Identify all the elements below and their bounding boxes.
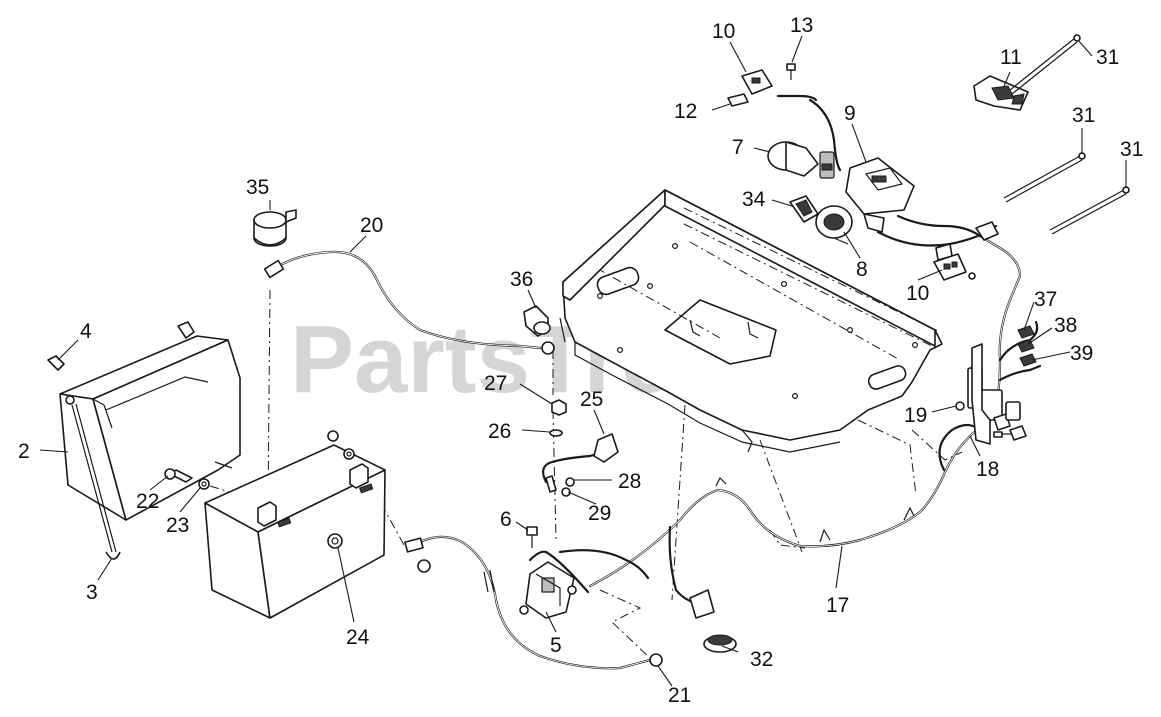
- callout-18: 18: [976, 458, 999, 481]
- callout-17: 17: [826, 594, 849, 617]
- callout-28: 28: [618, 470, 641, 493]
- upper-harness: [776, 94, 999, 261]
- callout-labels: 2 3 4 5 6 7 8 9 10 10 11 12 13 17 18 19 …: [18, 14, 1143, 707]
- callout-37: 37: [1034, 288, 1057, 311]
- terminal-boot: [253, 209, 297, 247]
- chassis-plate: [559, 189, 943, 453]
- callout-34: 34: [742, 188, 766, 211]
- battery-nut: [327, 533, 343, 549]
- cable-tie: [1003, 34, 1130, 235]
- callout-31-right: 31: [1120, 138, 1143, 161]
- relay: [973, 75, 1029, 111]
- callout-13: 13: [790, 14, 813, 37]
- terminal-boot: [523, 305, 551, 337]
- throttle-knob: [815, 205, 853, 245]
- hold-down-rod: [71, 403, 121, 560]
- callout-31-top: 31: [1096, 46, 1119, 69]
- short-cable: [541, 433, 619, 493]
- plug: [789, 195, 819, 223]
- callout-19: 19: [904, 404, 927, 427]
- callout-10-top: 10: [712, 20, 735, 43]
- callout-36: 36: [510, 268, 533, 291]
- screw: [526, 526, 538, 548]
- callout-21: 21: [668, 684, 691, 707]
- callout-2: 2: [18, 440, 30, 463]
- callout-3: 3: [86, 581, 98, 604]
- positive-cable: [263, 250, 555, 355]
- connector-plug: [741, 69, 976, 281]
- screw: [786, 63, 796, 80]
- callout-6: 6: [500, 508, 512, 531]
- callout-24: 24: [346, 626, 370, 649]
- hardware-stack: [549, 399, 575, 497]
- callout-12: 12: [674, 100, 697, 123]
- callout-5: 5: [550, 634, 562, 657]
- callout-23: 23: [166, 514, 189, 537]
- callout-22: 22: [136, 490, 159, 513]
- battery: [204, 444, 386, 619]
- wire-terminal: [1017, 325, 1037, 367]
- negative-cable: [404, 535, 663, 670]
- callout-10-lower: 10: [906, 282, 929, 305]
- wing-nut: [47, 321, 195, 405]
- callout-27: 27: [484, 372, 507, 395]
- callout-35: 35: [246, 176, 269, 199]
- callout-26: 26: [488, 420, 511, 443]
- callout-11: 11: [1000, 46, 1022, 69]
- callout-20: 20: [360, 214, 383, 237]
- callout-8: 8: [856, 258, 868, 281]
- screw: [955, 401, 965, 411]
- battery-box: [59, 335, 241, 521]
- terminal-bolt: [164, 430, 355, 490]
- starter-solenoid: [519, 561, 577, 619]
- callout-31-middle: 31: [1072, 104, 1095, 127]
- bracket: [971, 343, 1027, 445]
- callout-9: 9: [844, 102, 856, 125]
- callout-32: 32: [750, 648, 773, 671]
- callout-7: 7: [732, 136, 744, 159]
- callout-25: 25: [580, 388, 603, 411]
- leader-lines: [39, 35, 1127, 687]
- callout-4: 4: [80, 320, 92, 343]
- callout-39: 39: [1070, 342, 1093, 365]
- hour-meter-module: [845, 157, 915, 233]
- clip: [727, 93, 749, 107]
- ignition-switch: [767, 141, 835, 179]
- callout-38: 38: [1054, 314, 1077, 337]
- callout-29: 29: [588, 502, 611, 525]
